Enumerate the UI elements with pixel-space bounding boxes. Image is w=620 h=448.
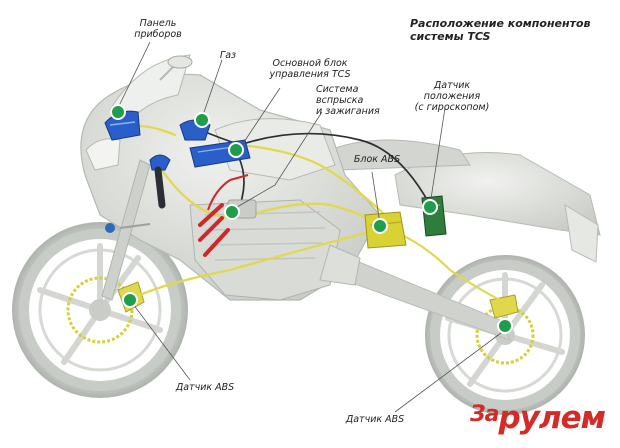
label-instrument-panel: Панель приборов bbox=[134, 18, 182, 40]
fairing-emblem bbox=[105, 223, 151, 233]
label-tcs-control-unit: Основной блок управления TCS bbox=[269, 58, 351, 80]
exhaust bbox=[319, 244, 361, 286]
label-position-sensor: Датчик положения (с гироскопом) bbox=[414, 80, 490, 113]
marker-injection bbox=[224, 204, 240, 220]
front-fork bbox=[101, 159, 151, 301]
label-front-abs-sensor: Датчик ABS bbox=[175, 382, 235, 393]
rear-brake-caliper bbox=[489, 294, 519, 319]
mirror bbox=[159, 55, 193, 81]
label-rear-abs-sensor: Датчик ABS bbox=[345, 414, 405, 425]
marker-tcs-unit bbox=[228, 142, 244, 158]
brand-logo-prefix: За bbox=[470, 402, 500, 427]
marker-position-sensor bbox=[422, 199, 438, 215]
component-markers bbox=[110, 104, 513, 334]
throttle-part bbox=[149, 119, 211, 209]
marker-front-abs bbox=[122, 292, 138, 308]
label-throttle: Газ bbox=[219, 50, 237, 61]
marker-instrument-panel bbox=[110, 104, 126, 120]
marker-abs-unit bbox=[372, 218, 388, 234]
label-abs-unit: Блок ABS bbox=[353, 154, 401, 165]
callout-leaders bbox=[117, 41, 506, 413]
brand-logo-main: рулем bbox=[498, 400, 605, 436]
front-wheel bbox=[12, 222, 188, 398]
seat bbox=[329, 139, 471, 171]
brand-logo: Зарулем bbox=[470, 398, 606, 436]
label-injection-ignition: Система вспрыска и зажигания bbox=[316, 84, 380, 117]
diagram-title: Расположение компонентов системы TCS bbox=[410, 17, 591, 43]
marker-throttle bbox=[194, 112, 210, 128]
marker-rear-abs bbox=[497, 318, 513, 334]
